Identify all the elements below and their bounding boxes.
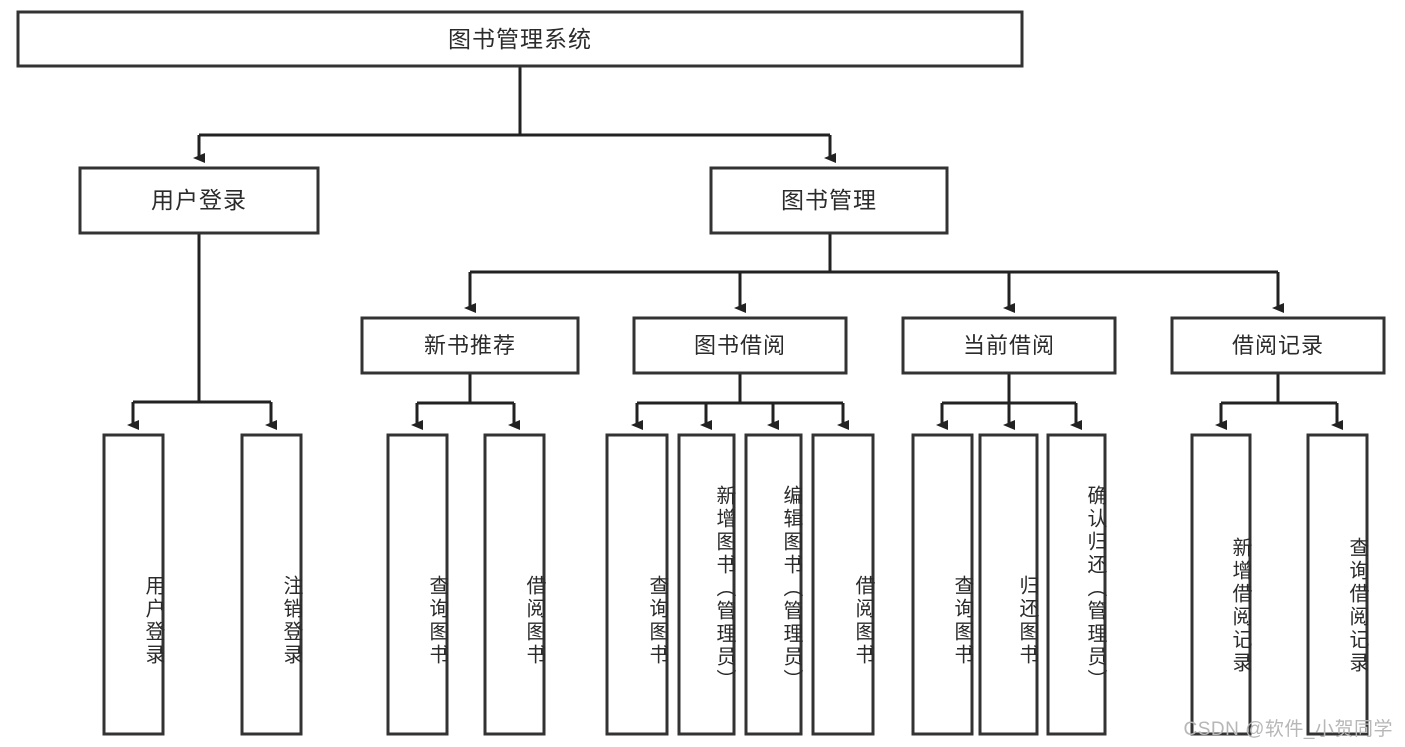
node-box-leaf-book-borrow-0[interactable] — [605, 433, 669, 736]
watermark: CSDN @软件_小贺同学 — [1183, 719, 1393, 740]
connector-group-root — [193, 66, 836, 163]
node-box-leaf-user-login-1[interactable] — [240, 433, 303, 736]
node-box-leaf-current-borrow-0[interactable] — [911, 433, 974, 736]
connector-group-new-book — [411, 373, 520, 430]
node-box-user-login[interactable] — [78, 166, 320, 235]
node-box-new-book-recommend[interactable] — [360, 316, 580, 375]
node-box-leaf-current-borrow-2[interactable] — [1046, 433, 1107, 736]
node-box-leaf-new-book-1[interactable] — [483, 433, 546, 736]
node-box-book-manage[interactable] — [709, 166, 949, 235]
node-box-root[interactable] — [16, 10, 1024, 68]
connector-group-book-manage — [464, 233, 1284, 313]
node-box-leaf-borrow-record-1[interactable] — [1306, 433, 1369, 736]
node-box-leaf-borrow-record-0[interactable] — [1190, 433, 1252, 736]
node-box-leaf-new-book-0[interactable] — [386, 433, 449, 736]
connector-group-book-borrow — [631, 373, 849, 430]
node-box-leaf-book-borrow-3[interactable] — [811, 433, 875, 736]
connector-group-current-borrow — [936, 373, 1082, 430]
node-box-borrow-record[interactable] — [1170, 316, 1386, 375]
node-box-leaf-current-borrow-1[interactable] — [978, 433, 1039, 736]
node-box-leaf-user-login-0[interactable] — [102, 433, 165, 736]
connector-group-borrow-record — [1215, 373, 1343, 430]
node-box-leaf-book-borrow-1[interactable] — [677, 433, 736, 736]
node-box-book-borrow[interactable] — [632, 316, 848, 375]
node-box-current-borrow[interactable] — [901, 316, 1117, 375]
connector-group-user-login — [127, 233, 277, 430]
node-box-leaf-book-borrow-2[interactable] — [744, 433, 803, 736]
